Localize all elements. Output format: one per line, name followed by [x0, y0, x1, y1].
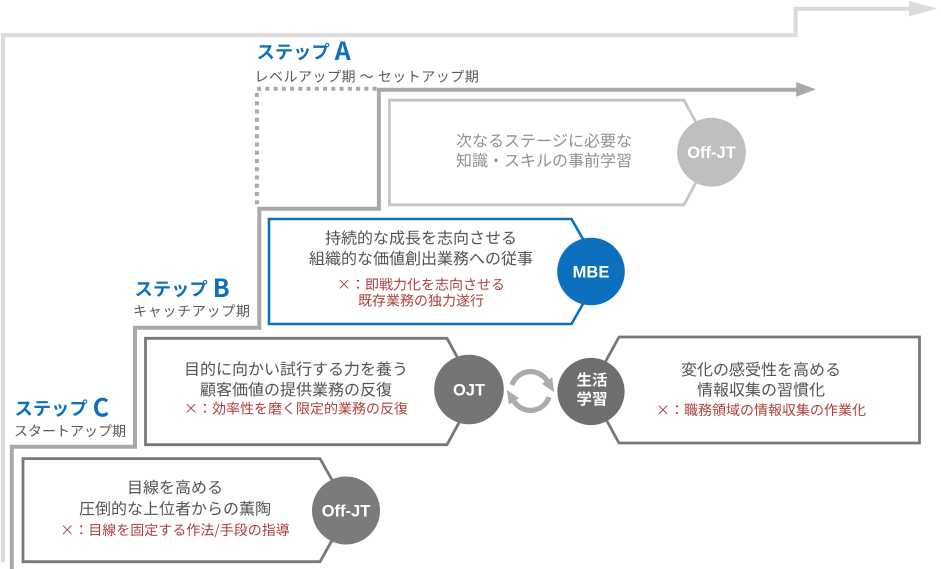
svg-text:Off-JT: Off-JT [687, 144, 736, 162]
svg-text:OJT: OJT [453, 382, 485, 400]
svg-text:MBE: MBE [573, 264, 610, 282]
svg-text:Off-JT: Off-JT [322, 503, 371, 521]
